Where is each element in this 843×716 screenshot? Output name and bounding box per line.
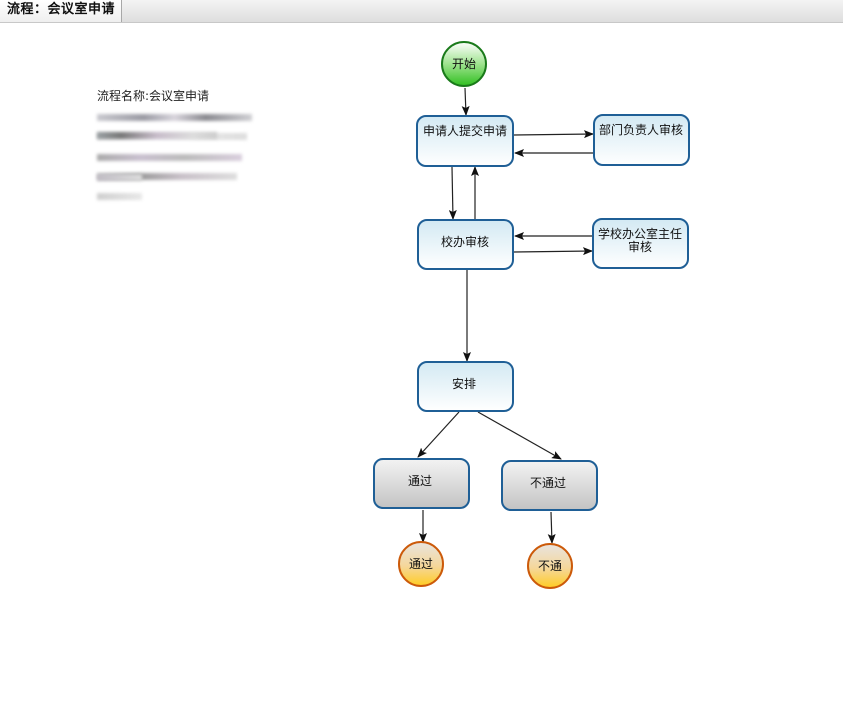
node-start-label: 开始: [452, 57, 476, 71]
node-dept-review-label: 部门负责人审核: [599, 122, 683, 137]
node-end-reject[interactable]: 不通: [527, 543, 573, 589]
redacted-info-line: [97, 166, 142, 204]
node-director-review-label-2: 审核: [628, 239, 652, 254]
edge-arrange-to-reject: [477, 411, 562, 460]
edge-start-to-submit: [461, 87, 470, 116]
node-office-review[interactable]: 校办审核: [417, 219, 514, 270]
node-arrange-label: 安排: [452, 376, 476, 391]
node-reject-label: 不通过: [530, 476, 566, 490]
node-end-pass[interactable]: 通过: [398, 541, 444, 587]
edge-submit-to-dept: [513, 130, 594, 139]
tab-process[interactable]: 流程：会议室申请: [0, 0, 122, 22]
process-name-label: 流程名称:会议室申请: [97, 89, 210, 103]
node-end-reject-label: 不通: [538, 559, 562, 573]
tab-bar: 流程：会议室申请: [0, 0, 843, 23]
node-start[interactable]: 开始: [441, 41, 487, 87]
node-end-pass-label: 通过: [409, 557, 433, 571]
node-pass[interactable]: 通过: [373, 458, 470, 509]
redacted-info-line: [97, 124, 217, 143]
node-submit[interactable]: 申请人提交申请: [416, 115, 514, 167]
node-office-review-label: 校办审核: [441, 234, 489, 249]
edge-reject-to-end: [547, 511, 556, 544]
node-director-review[interactable]: 学校办公室主任 审核: [592, 218, 689, 269]
redacted-info-line: [97, 146, 242, 184]
edge-office-to-director: [513, 247, 593, 256]
node-pass-label: 通过: [408, 474, 432, 488]
edge-arrange-to-pass: [417, 411, 460, 458]
node-arrange[interactable]: 安排: [417, 361, 514, 412]
edge-submit-to-office: [448, 166, 457, 220]
node-dept-review[interactable]: 部门负责人审核: [593, 114, 690, 166]
node-submit-label: 申请人提交申请: [423, 123, 507, 138]
node-reject[interactable]: 不通过: [501, 460, 598, 511]
node-director-review-label-1: 学校办公室主任: [598, 226, 682, 241]
